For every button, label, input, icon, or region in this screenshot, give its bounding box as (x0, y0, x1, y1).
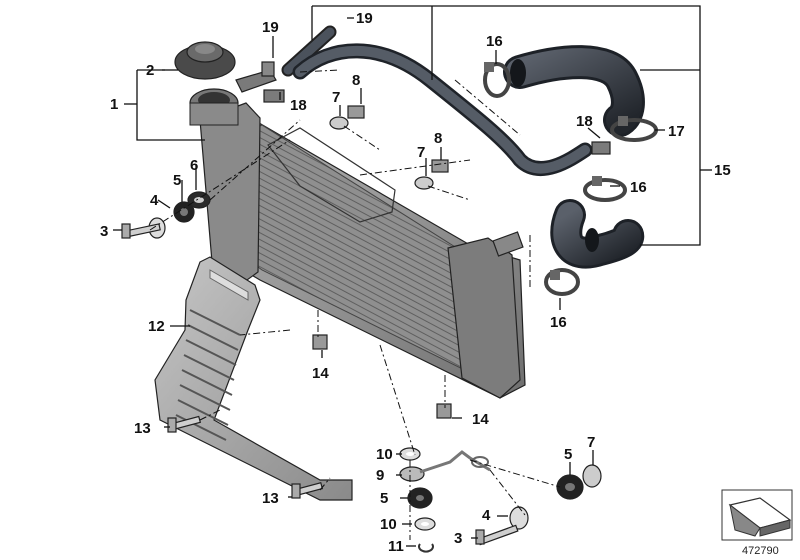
rubber-bushing-5-center (407, 487, 433, 509)
bolt-13-lower (291, 482, 324, 499)
outlet-pipe (492, 231, 524, 257)
assembly-lines (149, 69, 561, 540)
callout-3-right: 3 (454, 530, 462, 547)
callout-7-upper: 7 (332, 89, 340, 106)
callout-7-middle: 7 (417, 144, 425, 161)
long-hose (292, 43, 593, 177)
callout-17: 17 (668, 123, 685, 140)
callout-3-left: 3 (100, 223, 108, 240)
direction-symbol (721, 489, 793, 541)
hose-clamp-mid (583, 176, 627, 202)
callout-10-upper: 10 (376, 446, 393, 463)
callout-13-lower: 13 (262, 490, 279, 507)
callout-19-upper: 19 (262, 19, 279, 36)
hose-clamp-lower (544, 268, 580, 296)
bracket-14-left (312, 334, 328, 350)
circlip-11 (418, 543, 434, 553)
callout-11: 11 (388, 538, 404, 555)
callout-5-right: 5 (564, 446, 572, 463)
bolt-3-left (121, 223, 161, 239)
callout-18-upper: 18 (290, 97, 307, 114)
rubber-bushing-5-right (556, 474, 584, 500)
callout-labels: 1 2 3 4 5 6 19 19 18 7 8 7 8 16 18 17 15… (100, 10, 731, 555)
filler-neck (189, 88, 239, 126)
bracket-8-middle (431, 159, 449, 173)
callout-16-lower: 16 (550, 314, 567, 331)
radiator-shroud (154, 256, 353, 501)
callout-19-right: 19 (356, 10, 373, 27)
callout-14-right: 14 (472, 411, 489, 428)
rubber-bushing-5-left (173, 201, 195, 223)
callout-1: 1 (110, 96, 118, 113)
washer-4-right (509, 506, 529, 530)
callout-6: 6 (190, 157, 198, 174)
callout-4-right: 4 (482, 507, 491, 524)
callout-16-middle: 16 (630, 179, 647, 196)
callout-12: 12 (148, 318, 165, 335)
bleed-screw (235, 61, 277, 93)
callout-18-right: 18 (576, 113, 593, 130)
clip-7-upper (329, 116, 349, 130)
callout-5-left: 5 (173, 172, 181, 189)
callout-4-left: 4 (150, 192, 159, 209)
washer-10-upper (399, 447, 421, 461)
leader-lines (113, 5, 712, 547)
callout-10-lower: 10 (380, 516, 397, 533)
callout-2: 2 (146, 62, 154, 79)
radiator-cap (174, 41, 236, 80)
bracket-8-upper (347, 105, 365, 119)
washer-10-lower (414, 517, 436, 531)
callout-13-upper: 13 (134, 420, 151, 437)
bolt-13-upper (167, 415, 202, 433)
lower-radiator-hose (550, 199, 645, 269)
callout-16-upper: 16 (486, 33, 503, 50)
bolt-3-right (475, 524, 519, 546)
clip-7-lower (582, 464, 602, 488)
callout-9: 9 (376, 467, 384, 484)
bracket-14-right (436, 403, 452, 419)
fitting-18-upper (263, 89, 285, 103)
small-hose (281, 25, 337, 77)
callout-7-lower: 7 (587, 434, 595, 451)
callout-8-middle: 8 (434, 130, 442, 147)
hose-clamp-upper (483, 62, 511, 98)
callout-15: 15 (714, 162, 731, 179)
fitting-18-right (591, 141, 611, 155)
callout-5-center: 5 (380, 490, 388, 507)
grommet-6 (187, 191, 211, 209)
upper-radiator-hose (503, 45, 645, 137)
radiator-core (199, 102, 526, 399)
callout-8-upper: 8 (352, 72, 360, 89)
callout-14-left: 14 (312, 365, 329, 382)
diagram-number: 472790 (742, 545, 779, 557)
